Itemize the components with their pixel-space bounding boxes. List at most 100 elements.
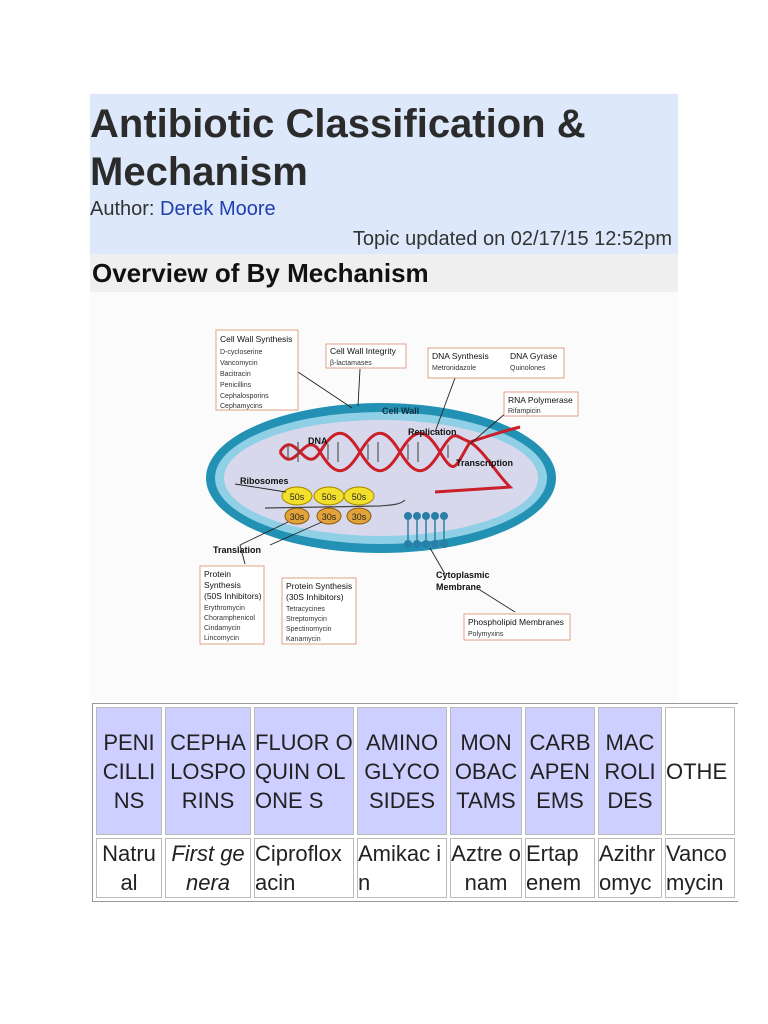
drug-vancomycin: Vancomycin (220, 360, 258, 367)
drug-bacitracin: Bacitracin (220, 371, 251, 378)
phospholipid-bilayer (404, 512, 448, 548)
label-cell-wall: Cell Wall (382, 406, 419, 416)
label-translation: Translation (213, 545, 261, 555)
ribosome-30s-2 (316, 507, 342, 525)
mrna-strand (264, 499, 406, 509)
header-fluoroquinolones: FLUOR OQUIN OLONE S (254, 707, 354, 835)
cell-vancomycin-text: Vanco mycin (666, 841, 727, 895)
protein-50s-line-3: (50S Inhibitors) (204, 591, 262, 601)
pointer-lines (234, 368, 516, 613)
header-fluoroquinolones-text: FLUOR OQUIN OLONE S (255, 729, 353, 813)
section-heading: Overview of By Mechanism (92, 258, 429, 288)
cell-wall-integrity-box: Cell Wall Integrity β-lactamases (325, 343, 407, 369)
label-30s-3: 30s (352, 512, 367, 522)
ribosome-30s-3 (346, 507, 372, 525)
mechanism-diagram: 50s 50s 50s 30s 30s 30s Cell Wall DNA Re… (90, 292, 678, 700)
header-cephalosporins-text: CEPHA LOSPO RINS (170, 729, 246, 813)
label-30s-1: 30s (290, 512, 305, 522)
drug-beta-lactamases: β-lactamases (330, 360, 372, 367)
cell-vancomycin: Vanco mycin (665, 838, 735, 898)
protein-30s-line-1: Protein Synthesis (286, 581, 352, 591)
drug-choramphenicol: Choramphenicol (204, 615, 255, 622)
drug-tetracycines: Tetracycines (286, 606, 325, 613)
drug-kanamycin: Kanamycin (286, 636, 321, 643)
header-aminoglycosides-text: AMINO GLYCO SIDES (364, 729, 440, 813)
ribosome-50s-1 (281, 486, 313, 506)
cell-azithromycin: Azithr omyc (598, 838, 662, 898)
drug-cephamycins: Cephamycins (220, 403, 263, 410)
cell-first-generation: First genera (165, 838, 251, 898)
cell-wall-integrity-title: Cell Wall Integrity (330, 346, 397, 356)
drug-cephalosporins: Cephalosporins (220, 393, 269, 400)
label-30s-2: 30s (322, 512, 337, 522)
author-link[interactable]: Derek Moore (160, 198, 276, 220)
header-monobactams-text: MON OBAC TAMS (454, 729, 518, 813)
drug-quinolones: Quinolones (510, 365, 546, 372)
author-line: Author: Derek Moore (90, 198, 276, 221)
label-cytoplasmic: Cytoplasmic (436, 570, 490, 580)
drug-polymyxins: Polymyxins (468, 631, 504, 638)
drug-cindamycin: Cindamycin (204, 625, 241, 632)
header-macrolides-text: MAC ROLI DES (604, 729, 656, 813)
drug-spectinomycin: Spectinomycin (286, 626, 332, 633)
rna-polymerase-box: RNA Polymerase Rifampicin (503, 391, 579, 417)
drug-lincomycin: Lincomycin (204, 635, 239, 642)
cell-wall-synthesis-box: Cell Wall Synthesis D-cycloserine Vancom… (215, 329, 299, 411)
table-row: Natru al First genera Ciproflox acin Ami… (96, 838, 735, 898)
section-header: Overview of By Mechanism (90, 254, 678, 292)
dna-synthesis-box: DNA Synthesis Metronidazole DNA Gyrase Q… (427, 347, 565, 379)
drug-streptomycin: Streptomycin (286, 616, 327, 623)
label-replication: Replication (408, 427, 457, 437)
updated-timestamp: Topic updated on 02/17/15 12:52pm (352, 228, 672, 250)
drug-metronidazole: Metronidazole (432, 365, 476, 372)
header-macrolides: MAC ROLI DES (598, 707, 662, 835)
author-label: Author: (90, 198, 155, 220)
header-monobactams: MON OBAC TAMS (450, 707, 522, 835)
cell-aztreonam: Aztre onam (450, 838, 522, 898)
header-other: OTHE (665, 707, 735, 835)
cell-natural: Natru al (96, 838, 162, 898)
dna-rungs (287, 442, 449, 462)
dna-synthesis-title: DNA Synthesis (432, 351, 489, 361)
page-title: Antibiotic Classification & Mechanism (90, 102, 586, 194)
cell-ciprofloxacin: Ciproflox acin (254, 838, 354, 898)
cell-wall-synthesis-title: Cell Wall Synthesis (220, 334, 292, 344)
cell-aztreonam-text: Aztre onam (451, 841, 521, 895)
label-50s-1: 50s (290, 492, 305, 502)
label-dna: DNA (308, 436, 328, 446)
label-transcription: Transcription (456, 458, 513, 468)
label-ribosomes: Ribosomes (240, 476, 289, 486)
cell-ertapenem: Ertap enem (525, 838, 595, 898)
mechanism-diagram-svg: 50s 50s 50s 30s 30s 30s Cell Wall DNA Re… (199, 329, 579, 645)
protein-30s-line-2: (30S Inhibitors) (286, 592, 344, 602)
drug-erythromycin: Erythromycin (204, 605, 245, 612)
antibiotic-class-table: PENI CILLI NS CEPHA LOSPO RINS FLUOR OQU… (92, 703, 738, 902)
cell-amikacin-text: Amikac in (358, 841, 442, 895)
ribosome-50s-3 (343, 486, 375, 506)
cell-ertapenem-text: Ertap enem (526, 841, 582, 895)
protein-50s-line-1: Protein (204, 569, 231, 579)
protein-synthesis-30s-box: Protein Synthesis (30S Inhibitors) Tetra… (281, 577, 357, 645)
table-header-row: PENI CILLI NS CEPHA LOSPO RINS FLUOR OQU… (96, 707, 735, 835)
cell-first-generation-text: First genera (171, 841, 245, 895)
header-carbapenems: CARB APEN EMS (525, 707, 595, 835)
header-aminoglycosides: AMINO GLYCO SIDES (357, 707, 447, 835)
header-other-text: OTHE (666, 758, 728, 784)
protein-50s-line-2: Synthesis (204, 580, 241, 590)
cell-amikacin: Amikac in (357, 838, 447, 898)
rna-polymerase-title: RNA Polymerase (508, 395, 573, 405)
drug-d-cycloserine: D-cycloserine (220, 349, 263, 356)
cell-ciprofloxacin-text: Ciproflox acin (255, 841, 342, 895)
cell-natural-text: Natru al (102, 841, 156, 895)
cell-azithromycin-text: Azithr omyc (599, 841, 656, 895)
label-50s-2: 50s (322, 492, 337, 502)
dna-strand-b (278, 431, 471, 473)
label-50s-3: 50s (352, 492, 367, 502)
protein-synthesis-50s-box: Protein Synthesis (50S Inhibitors) Eryth… (199, 565, 265, 645)
header-penicillins-text: PENI CILLI NS (102, 729, 156, 813)
drug-penicillins: Penicillins (220, 382, 252, 389)
page-header: Antibiotic Classification & Mechanism Au… (90, 94, 678, 254)
dna-unwound-lower (434, 440, 514, 494)
label-membrane: Membrane (436, 582, 481, 592)
phospholipid-box: Phospholipid Membranes Polymyxins (463, 613, 571, 641)
